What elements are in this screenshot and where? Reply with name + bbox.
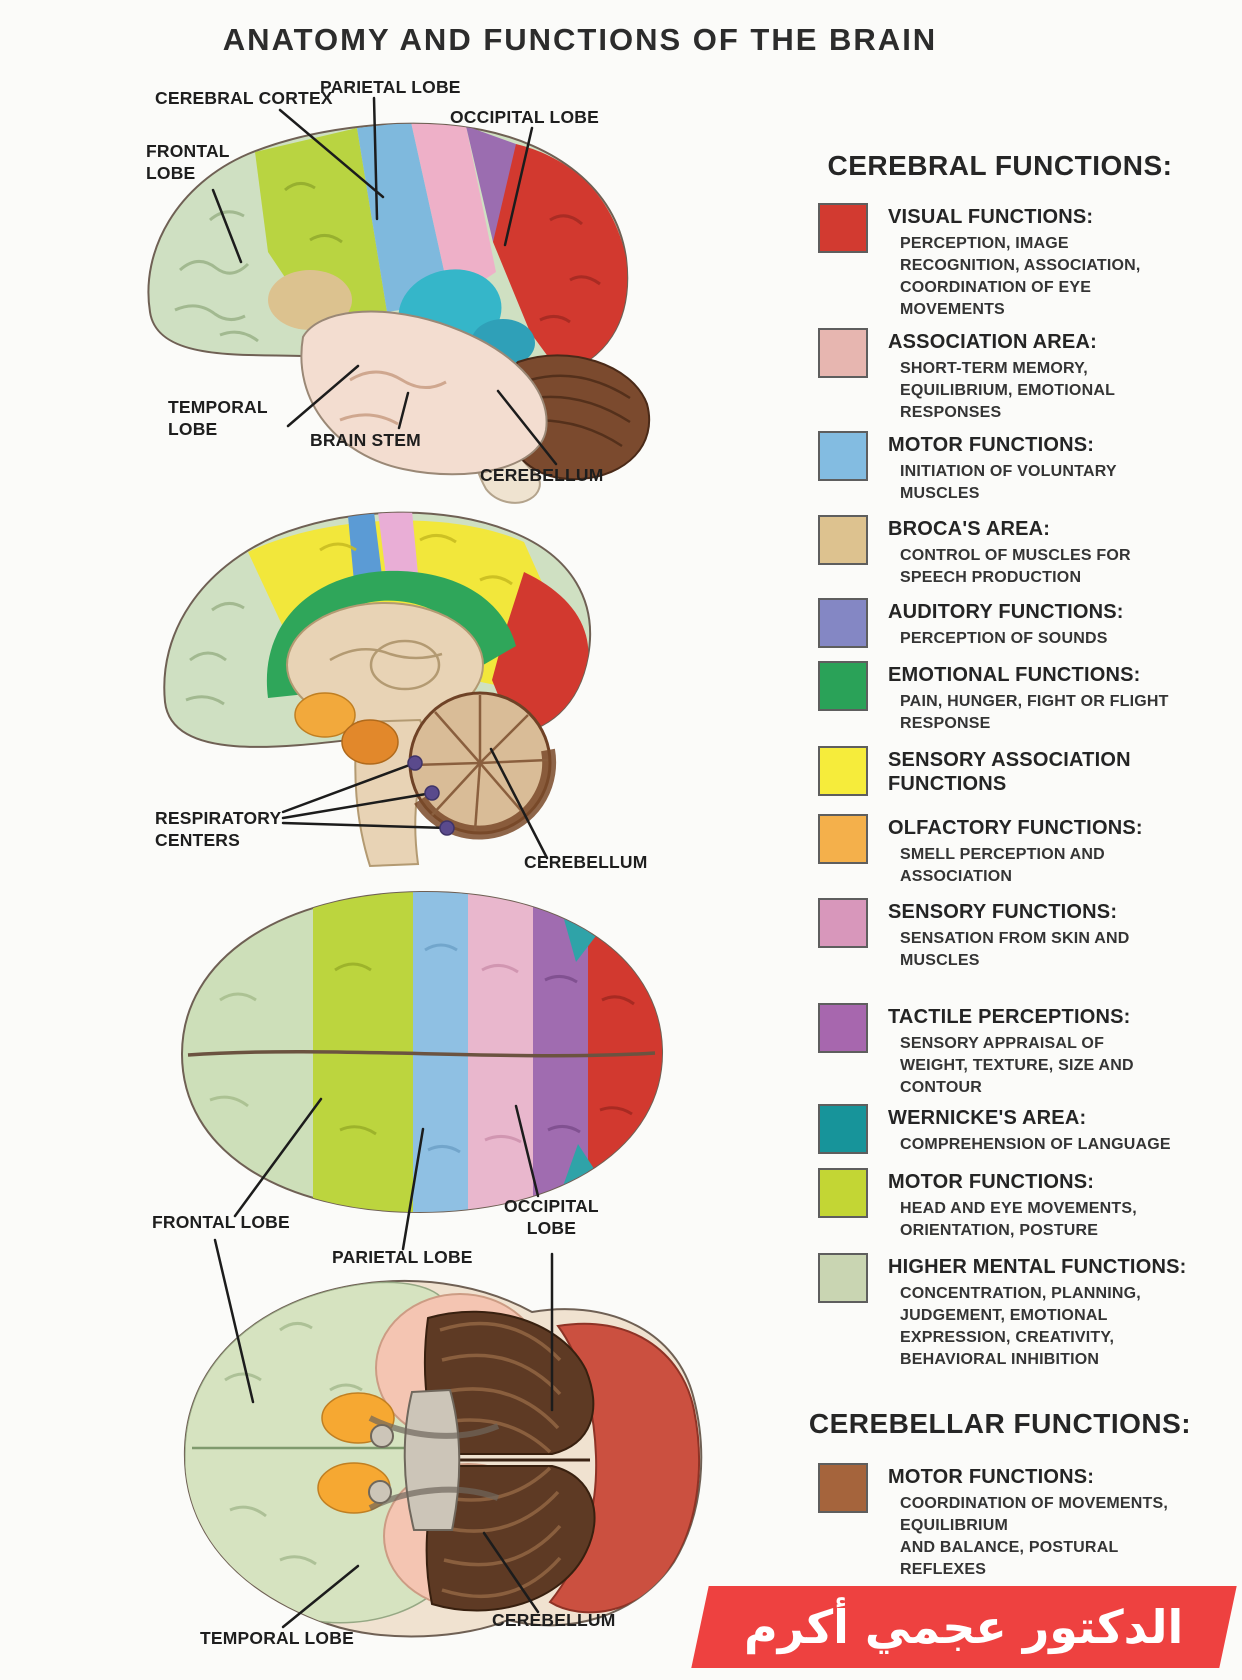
motor-head-eye-swatch xyxy=(818,1168,868,1218)
wernickes-area-swatch xyxy=(818,1104,868,1154)
legend-item-desc: SENSATION FROM SKIN AND MUSCLES xyxy=(900,930,1130,970)
legend-item-auditory-functions: AUDITORY FUNCTIONS: PERCEPTION OF SOUNDS xyxy=(790,598,1242,650)
label-respiratory-centers: RESPIRATORY CENTERS xyxy=(155,808,282,850)
legend-item-desc: HEAD AND EYE MOVEMENTS, ORIENTATION, POS… xyxy=(900,1200,1137,1240)
page-title: ANATOMY AND FUNCTIONS OF THE BRAIN xyxy=(222,22,938,57)
label-occipital-lobe-superior: OCCIPITAL LOBE xyxy=(504,1196,599,1238)
legend-item-desc: COORDINATION OF MOVEMENTS, EQUILIBRIUM A… xyxy=(900,1495,1169,1579)
label-temporal-lobe-lateral: TEMPORAL LOBE xyxy=(168,397,268,439)
credit-banner: الدكتور عجمي أكرم xyxy=(691,1586,1237,1668)
legend-item-title: AUDITORY FUNCTIONS: xyxy=(888,601,1124,623)
legend-item-desc: INITIATION OF VOLUNTARY MUSCLES xyxy=(900,463,1117,503)
brocas-area-swatch xyxy=(818,515,868,565)
legend-item-brocas-area: BROCA'S AREA: CONTROL OF MUSCLES FOR SPE… xyxy=(790,515,1242,589)
visual-functions-swatch xyxy=(818,203,868,253)
legend-item-olfactory-functions: OLFACTORY FUNCTIONS: SMELL PERCEPTION AN… xyxy=(790,814,1242,888)
label-occipital-lobe-lateral: OCCIPITAL LOBE xyxy=(450,107,599,127)
legend-item-desc: PERCEPTION, IMAGE RECOGNITION, ASSOCIATI… xyxy=(900,235,1141,319)
brain-inferior-illustration xyxy=(183,1279,703,1638)
legend-item-title: WERNICKE'S AREA: xyxy=(888,1107,1087,1129)
legend-item-motor-functions: MOTOR FUNCTIONS: INITIATION OF VOLUNTARY… xyxy=(790,431,1242,505)
label-parietal-lobe-lateral: PARIETAL LOBE xyxy=(320,77,461,97)
label-cerebellum-lateral: CEREBELLUM xyxy=(480,465,604,485)
cerebellar-motor-swatch xyxy=(818,1463,868,1513)
legend-item-title: ASSOCIATION AREA: xyxy=(888,331,1097,353)
label-cerebral-cortex: CEREBRAL CORTEX xyxy=(155,88,333,108)
legend-item-desc: COMPREHENSION OF LANGUAGE xyxy=(900,1136,1171,1153)
label-frontal-lobe-superior: FRONTAL LOBE xyxy=(152,1212,290,1232)
brain-sagittal-illustration xyxy=(163,511,592,868)
legend-item-sensory-association: SENSORY ASSOCIATION FUNCTIONS xyxy=(790,746,1242,800)
legend-item-title: TACTILE PERCEPTIONS: xyxy=(888,1006,1131,1028)
credit-banner-text: الدكتور عجمي أكرم xyxy=(744,1600,1184,1654)
legend-item-desc: CONTROL OF MUSCLES FOR SPEECH PRODUCTION xyxy=(900,547,1131,587)
legend-item-title: SENSORY FUNCTIONS: xyxy=(888,901,1118,923)
emotional-functions-swatch xyxy=(818,661,868,711)
sensory-association-swatch xyxy=(818,746,868,796)
legend-item-title: VISUAL FUNCTIONS: xyxy=(888,206,1094,228)
legend-item-higher-mental: HIGHER MENTAL FUNCTIONS: CONCENTRATION, … xyxy=(790,1253,1242,1371)
legend-item-title: HIGHER MENTAL FUNCTIONS: xyxy=(888,1256,1187,1278)
legend-item-title: MOTOR FUNCTIONS: xyxy=(888,434,1095,456)
brain-superior-illustration xyxy=(180,890,664,1214)
label-cerebellum-inferior: CEREBELLUM xyxy=(492,1610,616,1630)
legend-item-title: OLFACTORY FUNCTIONS: xyxy=(888,817,1143,839)
legend-item-wernickes-area: WERNICKE'S AREA: COMPREHENSION OF LANGUA… xyxy=(790,1104,1242,1156)
label-brain-stem: BRAIN STEM xyxy=(310,430,421,450)
legend-item-title: BROCA'S AREA: xyxy=(888,518,1051,540)
label-cerebellum-sagittal: CEREBELLUM xyxy=(524,852,648,872)
legend-item-desc: PERCEPTION OF SOUNDS xyxy=(900,630,1108,647)
cerebellar-functions-heading: CEREBELLAR FUNCTIONS: xyxy=(808,1408,1192,1439)
legend-item-visual-functions: VISUAL FUNCTIONS: PERCEPTION, IMAGE RECO… xyxy=(790,203,1242,321)
legend-item-desc: SHORT-TERM MEMORY, EQUILIBRIUM, EMOTIONA… xyxy=(900,360,1116,422)
legend-item-desc: SMELL PERCEPTION AND ASSOCIATION xyxy=(900,846,1105,886)
legend-item-title: SENSORY ASSOCIATION FUNCTIONS xyxy=(888,749,1131,795)
motor-functions-swatch xyxy=(818,431,868,481)
legend-item-title: MOTOR FUNCTIONS: xyxy=(888,1466,1095,1488)
auditory-functions-swatch xyxy=(818,598,868,648)
label-parietal-lobe-superior: PARIETAL LOBE xyxy=(332,1247,473,1267)
legend-item-title: EMOTIONAL FUNCTIONS: xyxy=(888,664,1141,686)
legend-item-desc: CONCENTRATION, PLANNING, JUDGEMENT, EMOT… xyxy=(900,1285,1141,1369)
legend-item-cerebellar-motor: MOTOR FUNCTIONS: COORDINATION OF MOVEMEN… xyxy=(790,1463,1242,1581)
olfactory-functions-swatch xyxy=(818,814,868,864)
legend-item-sensory-functions: SENSORY FUNCTIONS: SENSATION FROM SKIN A… xyxy=(790,898,1242,972)
legend-item-emotional-functions: EMOTIONAL FUNCTIONS: PAIN, HUNGER, FIGHT… xyxy=(790,661,1242,735)
legend-item-desc: PAIN, HUNGER, FIGHT OR FLIGHT RESPONSE xyxy=(900,693,1169,733)
legend-item-desc: SENSORY APPRAISAL OF WEIGHT, TEXTURE, SI… xyxy=(900,1035,1134,1097)
sensory-functions-swatch xyxy=(818,898,868,948)
legend-item-title: MOTOR FUNCTIONS: xyxy=(888,1171,1095,1193)
association-area-swatch xyxy=(818,328,868,378)
cerebral-functions-heading: CEREBRAL FUNCTIONS: xyxy=(827,150,1173,181)
tactile-perceptions-swatch xyxy=(818,1003,868,1053)
label-frontal-lobe-lateral: FRONTAL LOBE xyxy=(146,141,230,183)
legend-item-motor-head-eye: MOTOR FUNCTIONS: HEAD AND EYE MOVEMENTS,… xyxy=(790,1168,1242,1242)
legend-item-tactile-perceptions: TACTILE PERCEPTIONS: SENSORY APPRAISAL O… xyxy=(790,1003,1242,1099)
legend-item-association-area: ASSOCIATION AREA: SHORT-TERM MEMORY, EQU… xyxy=(790,328,1242,424)
label-temporal-lobe-inferior: TEMPORAL LOBE xyxy=(200,1628,354,1648)
higher-mental-swatch xyxy=(818,1253,868,1303)
